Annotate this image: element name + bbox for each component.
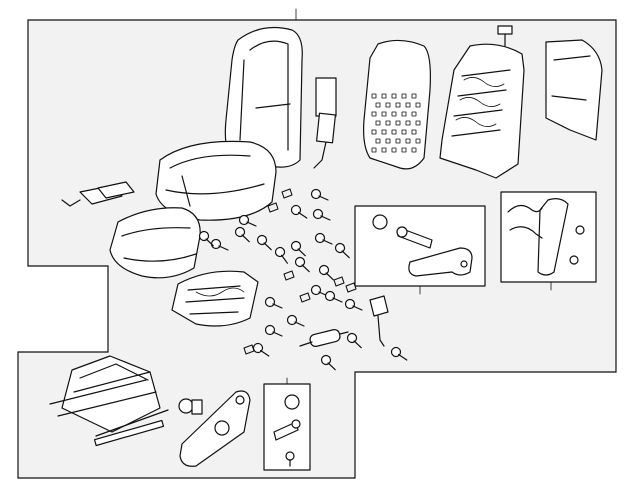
perforation-hole (375, 120, 381, 126)
bolt (290, 240, 306, 257)
cushion-heater-pad (61, 181, 135, 207)
seat-belt-buckle (369, 295, 389, 347)
perforation-hole (405, 138, 411, 144)
clip (333, 276, 345, 287)
clip (267, 202, 279, 213)
perforation-hole (395, 120, 401, 126)
perforation-hole (405, 120, 411, 126)
perforation-hole (401, 147, 407, 153)
perforation-hole (411, 93, 417, 99)
seat-back-foam-pad (363, 39, 431, 170)
bolt (320, 354, 336, 371)
bolt (264, 296, 283, 309)
seat-cushion-foam (109, 207, 201, 279)
perforation-hole (401, 93, 407, 99)
perforation-hole (391, 111, 397, 117)
perforation-hole (395, 138, 401, 144)
bolt (286, 314, 305, 327)
perforation-hole (401, 111, 407, 117)
bolt (274, 246, 288, 264)
seat-back-frame (439, 25, 525, 179)
bolt (312, 208, 331, 221)
perforation-hole (405, 102, 411, 108)
bolt (334, 242, 350, 259)
bolt (314, 232, 333, 245)
perforation-hole (391, 129, 397, 135)
perforation-hole (401, 129, 407, 135)
perforation-hole (385, 138, 391, 144)
perforation-hole (415, 102, 421, 108)
perforation-hole (381, 147, 387, 153)
bolt (346, 332, 362, 349)
clip (243, 344, 255, 355)
lever-kit-inset (263, 377, 311, 471)
seat-back-panel (545, 39, 603, 141)
seat-heater-pad (313, 77, 337, 169)
clip (281, 188, 293, 199)
seat-back-cover (224, 27, 303, 168)
bolt (238, 214, 257, 227)
recliner-knob (178, 398, 203, 415)
perforation-hole (381, 129, 387, 135)
perforation-hole (385, 102, 391, 108)
perforation-hole (391, 93, 397, 99)
perforation-hole (411, 111, 417, 117)
lumbar-actuator (299, 329, 349, 347)
bolt (294, 256, 310, 273)
perforation-hole (375, 102, 381, 108)
seat-cushion-frame (171, 270, 259, 327)
bolt (310, 188, 329, 201)
perforation-hole (411, 129, 417, 135)
perforation-hole (375, 138, 381, 144)
bolt (234, 226, 250, 243)
perforation-hole (411, 147, 417, 153)
perforation-hole (415, 120, 421, 126)
bolt (256, 234, 272, 251)
hardware-fasteners (198, 188, 408, 371)
perforation-hole (381, 111, 387, 117)
clip (345, 282, 357, 293)
bolt (324, 290, 343, 303)
perforation-hole (391, 147, 397, 153)
bolt (210, 238, 229, 251)
bolt (318, 264, 334, 281)
bolt (290, 204, 308, 219)
clip (299, 292, 311, 303)
perforation-hole (371, 147, 377, 153)
side-panel-inset (500, 191, 597, 291)
perforation-hole (381, 93, 387, 99)
perforation-hole (395, 102, 401, 108)
perforation-hole (371, 111, 377, 117)
bolt (252, 342, 270, 357)
perforation-hole (385, 120, 391, 126)
bolt (344, 298, 363, 311)
seat-side-shield (179, 390, 251, 467)
perforation-hole (371, 93, 377, 99)
bolt (264, 324, 283, 337)
bolt (390, 346, 408, 361)
clip (283, 270, 295, 281)
handle-kit-inset (354, 205, 486, 295)
seat-track-assembly (49, 355, 169, 447)
perforation-hole (415, 138, 421, 144)
seat-cushion-cover (155, 140, 277, 221)
perforation-hole (371, 129, 377, 135)
bolt (198, 230, 214, 247)
